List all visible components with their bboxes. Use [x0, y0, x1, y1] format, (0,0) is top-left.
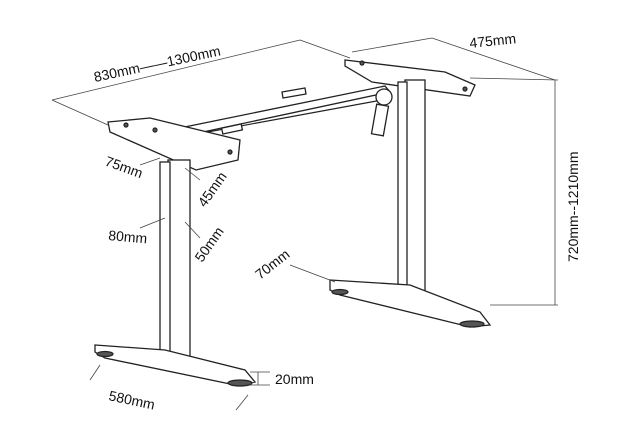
- height-dimension-line: [469, 77, 559, 306]
- outer-column-depth-label: 45mm: [194, 169, 229, 210]
- depth-label: 475mm: [469, 30, 517, 51]
- left-leg: [94, 117, 257, 387]
- control-box: [370, 103, 390, 137]
- height-range-label: 720mm--1210mm: [565, 152, 581, 262]
- motor-icon: [375, 88, 393, 106]
- foot-length-label: 580mm: [107, 387, 156, 412]
- foot-thickness-label: 20mm: [275, 371, 314, 387]
- inner-column-depth-label: 50mm: [191, 224, 226, 265]
- depth-dimension-line: [351, 37, 556, 81]
- foot-offset-label: 70mm: [252, 246, 293, 283]
- cross-beam: [168, 85, 392, 139]
- right-leg: [329, 59, 492, 328]
- outer-column-width-label: 75mm: [103, 153, 145, 181]
- inner-column-width-label: 80mm: [108, 227, 148, 246]
- width-dimension-line: [51, 39, 351, 126]
- column-section-guides: [89, 157, 336, 411]
